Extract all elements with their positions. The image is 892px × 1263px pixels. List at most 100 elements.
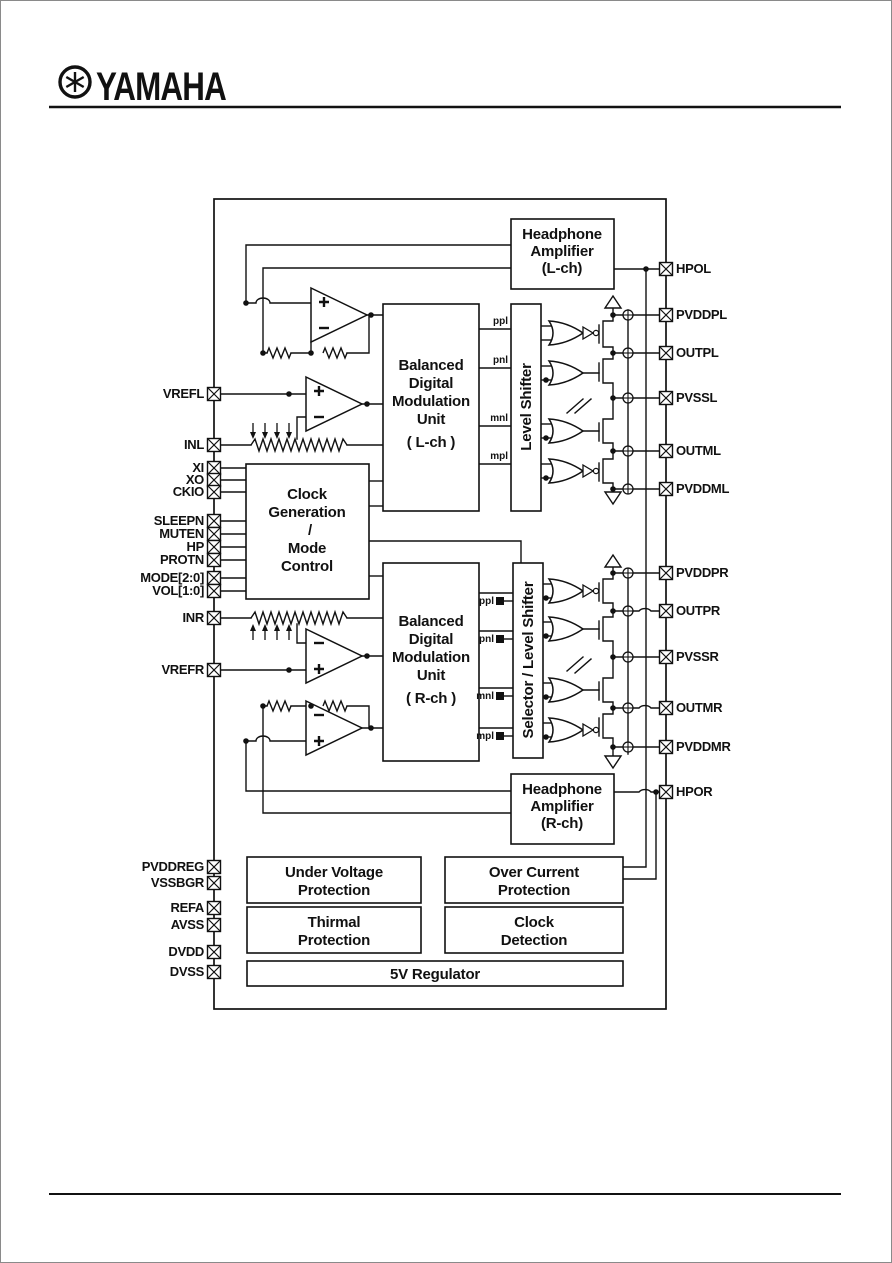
svg-text:Protection: Protection xyxy=(298,932,370,949)
pin-mode: MODE[2:0] xyxy=(140,570,222,586)
svg-text:MUTEN: MUTEN xyxy=(159,526,204,541)
pin-avss: AVSS xyxy=(171,917,222,933)
pin-protn: PROTN xyxy=(160,552,222,568)
svg-text:Selector / Level Shifter: Selector / Level Shifter xyxy=(520,581,537,738)
selector-input-marker xyxy=(496,597,504,605)
pin-pvssr: PVSSR xyxy=(658,649,720,665)
svg-text:VREFR: VREFR xyxy=(161,662,204,677)
signal-pnl: pnl xyxy=(493,355,508,366)
pin-dvdd: DVDD xyxy=(168,944,222,960)
svg-text:XI: XI xyxy=(192,460,204,475)
svg-text:Mode: Mode xyxy=(288,540,326,557)
svg-text:AVSS: AVSS xyxy=(171,917,205,932)
svg-text:VOL[1:0]: VOL[1:0] xyxy=(152,583,204,598)
svg-text:Level Shifter: Level Shifter xyxy=(518,363,535,451)
pin-sleepn: SLEEPN xyxy=(154,513,222,529)
svg-text:HPOL: HPOL xyxy=(676,261,711,276)
inverter-icon xyxy=(582,722,595,738)
block-over-current: Over Current Protection xyxy=(444,856,624,904)
svg-text:Detection: Detection xyxy=(501,932,568,949)
block-headphone-amp-l: Headphone Amplifier (L-ch) xyxy=(510,218,615,290)
svg-text:Digital: Digital xyxy=(409,631,453,648)
left-pins: VREFL INL XI XO CKIO SLEEPN MUTEN HP PRO… xyxy=(140,386,222,980)
block-regulator: 5V Regulator xyxy=(246,960,624,987)
svg-text:VREFL: VREFL xyxy=(163,386,204,401)
pin-outml: OUTML xyxy=(658,443,721,459)
opamp-l-lower xyxy=(305,375,364,433)
signal-mpl: mpl xyxy=(490,451,508,462)
inverter-icon xyxy=(582,583,595,599)
svg-text:PVSSR: PVSSR xyxy=(676,649,719,664)
signal-ppl: ppl xyxy=(493,316,508,327)
opamp-r-upper xyxy=(305,627,364,685)
right-pins: HPOL PVDDPL OUTPL PVSSL OUTML PVDDML PVD… xyxy=(658,261,732,800)
signal-labels-r: ppl pnl mnl mpl xyxy=(476,596,504,742)
block-label: (L-ch) xyxy=(542,260,583,277)
signal-mnl: mnl xyxy=(490,413,508,424)
block-label: Headphone xyxy=(522,226,602,243)
pin-outpr: OUTPR xyxy=(658,603,721,619)
signal-mnr: mnl xyxy=(476,691,494,702)
svg-text:OUTPR: OUTPR xyxy=(676,603,721,618)
pin-dvss: DVSS xyxy=(170,964,222,980)
pin-hpor: HPOR xyxy=(658,784,714,800)
block-under-voltage: Under Voltage Protection xyxy=(246,856,422,904)
selector-input-marker xyxy=(496,732,504,740)
yamaha-tuning-fork-icon xyxy=(58,65,92,99)
output-gates-r xyxy=(548,578,600,743)
block-headphone-amp-r: Headphone Amplifier (R-ch) xyxy=(510,773,615,845)
pin-hp: HP xyxy=(187,539,222,555)
svg-text:( L-ch ): ( L-ch ) xyxy=(407,434,456,451)
svg-text:Unit: Unit xyxy=(417,411,446,428)
svg-text:Modulation: Modulation xyxy=(392,649,470,666)
block-clock-mode: Clock Generation / Mode Control xyxy=(245,463,370,600)
block-level-shifter-l: Level Shifter xyxy=(510,303,542,512)
svg-text:PROTN: PROTN xyxy=(160,552,204,567)
logo-wordmark: YAMAHA xyxy=(96,65,226,109)
block-clock-detection: Clock Detection xyxy=(444,906,624,954)
block-thermal: Thirmal Protection xyxy=(246,906,422,954)
block-bdmu-r: Balanced Digital Modulation Unit ( R-ch … xyxy=(382,562,480,762)
svg-text:PVDDREG: PVDDREG xyxy=(142,859,204,874)
pin-vol: VOL[1:0] xyxy=(152,583,222,599)
block-selector-level-shifter-r: Selector / Level Shifter xyxy=(512,562,544,759)
pin-ckio: CKIO xyxy=(173,484,222,500)
svg-text:PVSSL: PVSSL xyxy=(676,390,717,405)
svg-text:INR: INR xyxy=(183,610,205,625)
yamaha-logo: YAMAHA xyxy=(58,65,227,109)
pin-vrefr: VREFR xyxy=(161,662,222,678)
inverter-icon xyxy=(582,325,595,341)
svg-text:PVDDMR: PVDDMR xyxy=(676,739,731,754)
block-bdmu-l: Balanced Digital Modulation Unit ( L-ch … xyxy=(382,303,480,512)
pin-xo: XO xyxy=(186,472,222,488)
selector-input-marker xyxy=(496,692,504,700)
pin-vssbgr: VSSBGR xyxy=(151,875,222,891)
svg-text:Clock: Clock xyxy=(287,486,328,503)
pin-outmr: OUTMR xyxy=(658,700,723,716)
svg-text:Protection: Protection xyxy=(498,882,570,899)
svg-text:REFA: REFA xyxy=(171,900,205,915)
opamp-l-upper xyxy=(310,286,369,344)
pin-refa: REFA xyxy=(171,900,222,916)
svg-text:PVDDML: PVDDML xyxy=(676,481,729,496)
signal-mpr: mpl xyxy=(476,731,494,742)
pin-outpl: OUTPL xyxy=(658,345,719,361)
signal-pnr: pnl xyxy=(479,634,494,645)
svg-text:Balanced: Balanced xyxy=(398,613,463,630)
signal-ppr: ppl xyxy=(479,596,494,607)
inverter-icon xyxy=(582,463,595,479)
pin-hpol: HPOL xyxy=(658,261,712,277)
svg-text:SLEEPN: SLEEPN xyxy=(154,513,204,528)
svg-text:PVDDPR: PVDDPR xyxy=(676,565,729,580)
svg-text:HPOR: HPOR xyxy=(676,784,713,799)
svg-text:Digital: Digital xyxy=(409,375,453,392)
chassis-mark-r xyxy=(566,656,592,674)
svg-text:Unit: Unit xyxy=(417,667,446,684)
svg-text:Over Current: Over Current xyxy=(489,864,579,881)
svg-text:DVSS: DVSS xyxy=(170,964,205,979)
svg-text:XO: XO xyxy=(186,472,204,487)
svg-text:5V Regulator: 5V Regulator xyxy=(390,966,480,983)
signal-labels-l: ppl pnl mnl mpl xyxy=(490,316,508,462)
pin-inl: INL xyxy=(184,437,222,453)
